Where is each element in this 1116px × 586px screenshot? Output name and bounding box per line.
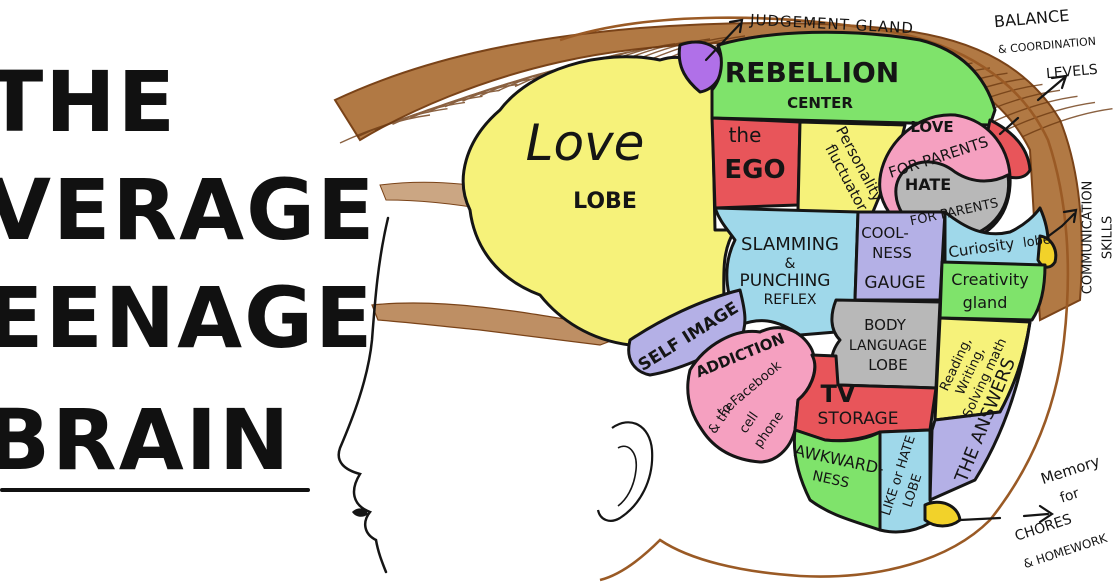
memory-arrow: [1022, 512, 1050, 518]
rebellion-main: REBELLION: [725, 56, 900, 89]
communication-arrowhead: [1062, 208, 1078, 224]
judgement-arrow: [704, 22, 742, 62]
rebellion-sub: CENTER: [787, 94, 853, 112]
body-language-line2: LANGUAGE: [849, 338, 927, 354]
brain: [461, 30, 1058, 534]
love-lobe-word: Love: [526, 114, 645, 172]
hair-strand: [1004, 101, 1096, 132]
tv-storage-line1: TV: [821, 380, 856, 408]
title-line-1: THE: [0, 53, 177, 151]
coolness-line2: NESS: [872, 244, 912, 262]
region-creativity: [938, 260, 1047, 322]
creativity-line1: Creativity: [951, 270, 1028, 289]
ear: [596, 421, 654, 522]
coolness-line3: GAUGE: [864, 273, 925, 293]
slamming-line1: SLAMMING: [741, 234, 839, 255]
slamming-line3: PUNCHING: [740, 271, 831, 291]
hair-strand: [987, 95, 1078, 125]
balance-arrowhead: [1050, 74, 1068, 90]
coolness-line1: COOL-: [861, 224, 909, 242]
communication-connector: [1044, 224, 1064, 240]
love-lobe-sub: LOBE: [573, 189, 637, 214]
creativity-line2: gland: [963, 293, 1008, 312]
body-language-line1: BODY: [864, 316, 907, 334]
face-profile: [337, 216, 390, 574]
communication-label-line1: COMMUNICATION: [1080, 180, 1096, 295]
curiosity-line2: lobe: [1022, 232, 1052, 251]
love-parents-top: LOVE: [910, 118, 953, 136]
title-line-4: BRAIN: [0, 391, 292, 489]
communication-label: COMMUNICATION SKILLS: [1064, 170, 1116, 320]
annotation-arrows: [704, 18, 1078, 524]
title-line-2: VERAGE: [0, 161, 377, 259]
body-language-line3: LOBE: [868, 356, 907, 374]
region-answers: [928, 320, 1032, 502]
region-rebellion-center: [710, 30, 997, 127]
title-underline: [0, 488, 310, 492]
ear-inner: [617, 445, 638, 507]
region-memory-gland: [923, 500, 962, 528]
tv-storage-line2: STORAGE: [818, 409, 899, 429]
memory-arrowhead: [1038, 504, 1054, 524]
nostril: [352, 508, 368, 517]
balance-connector: [998, 116, 1020, 136]
ego-the: the: [729, 123, 762, 147]
ego-main: EGO: [724, 155, 785, 185]
hair-shape: [333, 22, 1083, 322]
hate-parents-top: HATE: [905, 175, 951, 194]
judgement-arrowhead: [728, 18, 744, 34]
slamming-line4: REFLEX: [764, 292, 817, 308]
head-outline: [559, 16, 1070, 582]
region-awkwardness: [792, 428, 882, 532]
awkwardness-line2: NESS: [811, 468, 851, 491]
communication-label-line2: SKILLS: [1100, 215, 1116, 260]
title-line-3: EENAGE: [0, 269, 375, 367]
memory-connector: [958, 516, 1002, 522]
slamming-line2: &: [785, 256, 796, 272]
communication-arrow: [1060, 212, 1076, 228]
hair-strand: [1022, 108, 1113, 138]
balance-arrow: [1036, 76, 1066, 102]
